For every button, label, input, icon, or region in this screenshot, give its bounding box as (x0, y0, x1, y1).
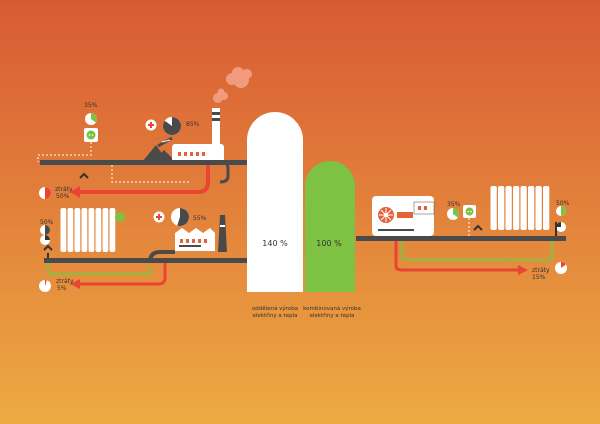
loss-arrow-top (80, 165, 210, 194)
loss-label-right: ztráty (532, 267, 550, 274)
factory-efficiency-label: 85% (186, 121, 200, 128)
radiator-fin (513, 186, 520, 230)
heating-plant-icon (175, 228, 215, 251)
separate-label-line2: elektřiny a tepla (253, 312, 298, 319)
right-row: 35% 50% ztráty 15% (356, 186, 570, 281)
radiator-fin (74, 208, 81, 252)
radiator-efficiency-label-right: 50% (556, 200, 570, 207)
main-pipe-top-left (40, 160, 250, 165)
left-bottom-row: 50% 55% (39, 208, 250, 292)
smoke-puff-icon (213, 88, 228, 103)
arrow-left-icon (70, 279, 80, 289)
radiator-icon-left (60, 208, 116, 252)
pie-slice (453, 208, 460, 218)
pie-slice (45, 280, 47, 286)
pie-slice (45, 187, 51, 199)
loss-label-top: ztráty (55, 186, 73, 193)
power-plant-icon (172, 144, 224, 162)
loss-pct-bottom: 5% (57, 285, 67, 292)
radiator-fin (498, 186, 505, 230)
arrow-left-icon (70, 186, 80, 198)
loss-label-bottom: ztráty (56, 278, 74, 285)
coal-pile-icon (142, 136, 176, 162)
plus-badge-icon (145, 119, 157, 131)
white-pie-wedge-icon (556, 222, 566, 232)
radiator-fin (490, 186, 497, 230)
separate-production-tower: 140 % oddělená výroba elektřiny a tepla (247, 112, 303, 319)
pie-slice (45, 225, 50, 235)
combined-value: 100 % (316, 239, 342, 248)
pie-slice (561, 206, 566, 216)
power-socket-icon (84, 128, 98, 142)
combined-label-line1: kombinovaná výroba (303, 305, 361, 312)
socket-efficiency-label: 35% (84, 102, 98, 109)
left-top-row: 85% 35% ztráty 50% (37, 67, 252, 200)
radiator-fin (60, 208, 67, 252)
smoke-cloud-icon (226, 67, 252, 88)
loss-pct-right: 15% (532, 274, 546, 281)
pie-slice (177, 208, 189, 226)
pie-chart-loss-bottom (39, 280, 51, 292)
pie-slice (561, 262, 566, 268)
radiator-fin (528, 186, 535, 230)
radiator-fin (95, 208, 102, 252)
radiator-fin (505, 186, 512, 230)
pie-slice (162, 117, 182, 135)
loss-arrow-right (394, 241, 518, 272)
radiator-fin (81, 208, 88, 252)
radiator-fin (67, 208, 74, 252)
radiator-fin (520, 186, 527, 230)
radiator-efficiency-label-left: 50% (40, 219, 54, 226)
radiator-fin (109, 208, 116, 252)
factory-efficiency-label-bottom: 55% (193, 215, 207, 222)
pie-chart-loss-top (39, 187, 51, 199)
radiator-fin (102, 208, 109, 252)
green-return-line (47, 263, 151, 275)
pie-chart-factory-efficiency-bottom (171, 208, 189, 226)
radiator-fin (535, 186, 542, 230)
pie-chart-factory-efficiency (162, 117, 182, 135)
combined-production-tower: 100 % kombinovaná výroba elektřiny a tep… (303, 161, 361, 319)
chevron-up-icon (43, 244, 53, 251)
green-return-line-right (401, 241, 553, 261)
pie-chart-loss-right (555, 262, 567, 274)
pie-slice (91, 113, 97, 123)
combined-label-line2: elektřiny a tepla (310, 312, 355, 319)
dashed-link (111, 165, 190, 183)
chevron-up-icon (473, 224, 483, 231)
separate-label-line1: oddělená výroba (252, 305, 298, 312)
main-pipe-bottom-left (44, 258, 250, 263)
plus-badge-icon (153, 211, 165, 223)
separate-value: 140 % (262, 239, 288, 248)
factory-chimney-icon (212, 108, 220, 146)
chevron-up-icon (79, 172, 89, 179)
pie-chart-radiator-right (556, 206, 566, 216)
radiator-fin (88, 208, 95, 252)
radiator-fin (543, 186, 550, 230)
arrow-right-icon (518, 265, 528, 275)
loss-arrow-bottom (80, 263, 167, 286)
power-socket-icon (463, 205, 476, 218)
pie-chart-socket-right (447, 208, 460, 220)
electricity-dashed-line (37, 142, 92, 162)
main-pipe-right (356, 236, 566, 241)
cogeneration-unit-icon (372, 196, 435, 236)
pie-chart-socket-efficiency (85, 113, 97, 125)
white-pie-wedge-icon (40, 235, 50, 245)
green-indicator-icon (115, 212, 125, 222)
chimney-icon (218, 215, 227, 252)
loss-pct-top: 50% (56, 193, 70, 200)
radiator-icon-right (490, 186, 550, 230)
pie-chart-radiator-left (40, 225, 50, 235)
socket-efficiency-label-right: 35% (447, 201, 461, 208)
